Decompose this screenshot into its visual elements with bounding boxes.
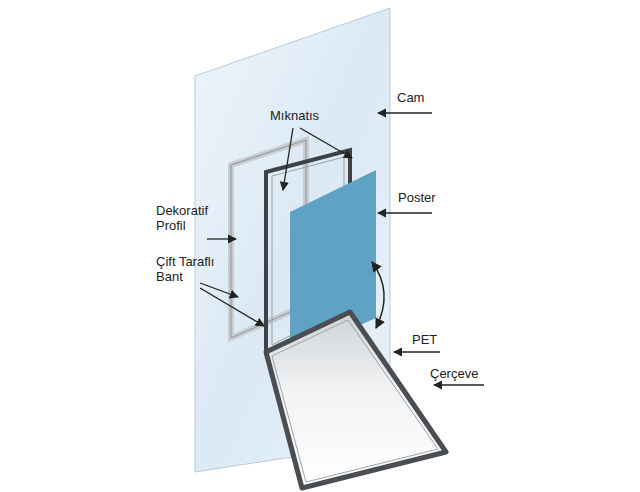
tape-label: Çift Taraflı Bant — [156, 254, 236, 284]
leader-line — [378, 112, 432, 113]
leader-line — [200, 288, 264, 326]
leader-line — [200, 283, 238, 297]
leader-line — [378, 212, 432, 213]
profile-label: Dekoratif Profil — [156, 203, 218, 233]
pet-label: PET — [412, 332, 462, 347]
hinge-arrow — [372, 262, 384, 328]
poster-label: Poster — [398, 190, 468, 205]
glass-label: Cam — [397, 90, 457, 105]
leader-line — [300, 128, 352, 158]
leader-line — [283, 128, 293, 190]
magnet-label: Mıknatıs — [270, 108, 350, 123]
leader-line — [434, 384, 484, 385]
leader-line — [394, 351, 440, 352]
leader-line — [207, 238, 236, 239]
frame-label: Çerçeve — [430, 366, 510, 381]
